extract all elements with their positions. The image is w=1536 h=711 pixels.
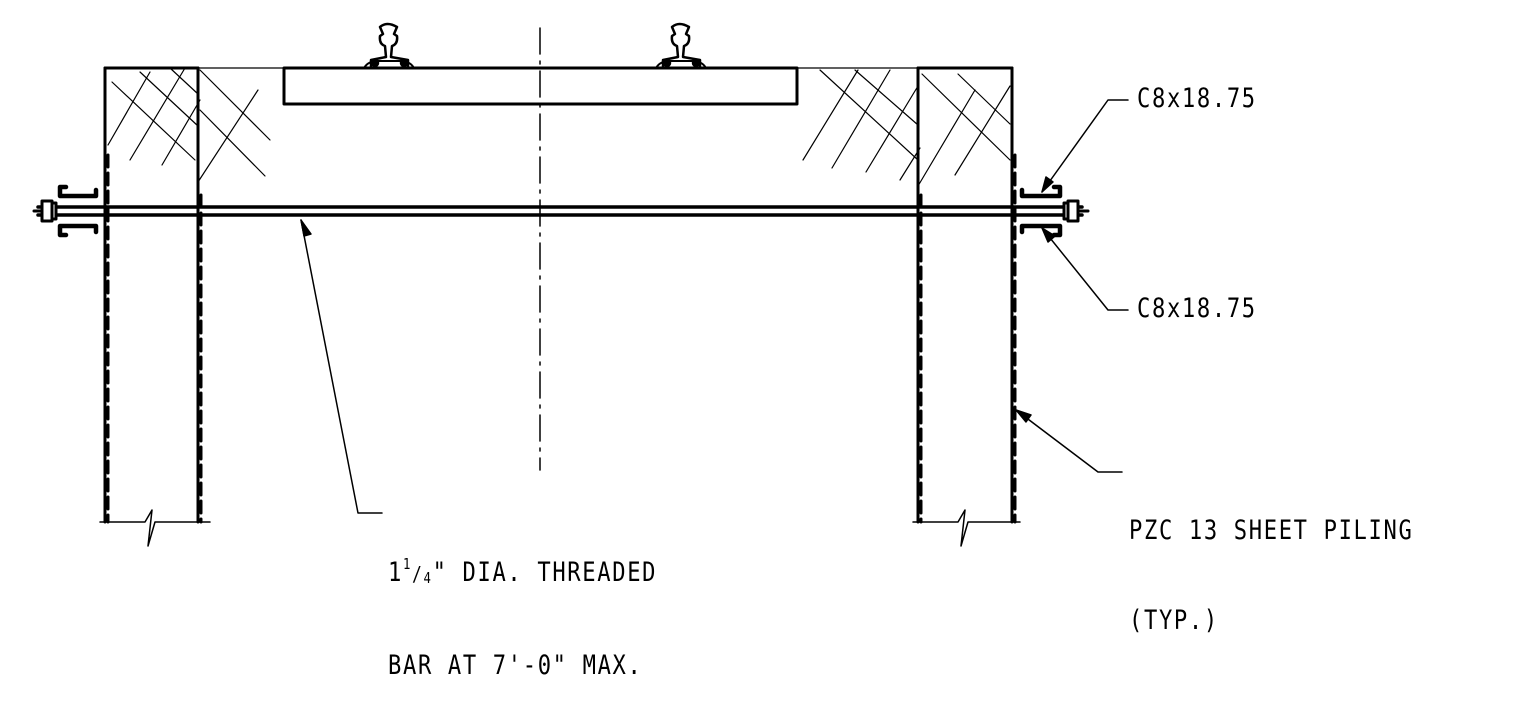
threaded-bar-line1: 11/4" DIA. THREADED bbox=[388, 555, 658, 591]
threaded-bar-line1-text: " DIA. THREADED bbox=[432, 557, 658, 588]
leader-sheet-piling bbox=[1015, 409, 1123, 473]
channel-top-label: C8x18.75 bbox=[1137, 83, 1257, 114]
soil-hatch-right bbox=[802, 69, 1011, 187]
threaded-bar bbox=[36, 205, 1084, 217]
sheet-pile-wall-right bbox=[912, 66, 1021, 547]
section-drawing bbox=[32, 22, 1129, 547]
threaded-bar-label: 11/4" DIA. THREADED BAR AT 7'-0" MAX. bbox=[388, 498, 657, 711]
soil-hatch-left bbox=[107, 67, 271, 183]
nut-left bbox=[32, 199, 58, 223]
rail-left bbox=[363, 22, 415, 70]
bar-diameter-denominator: 4 bbox=[423, 569, 433, 587]
channel-bottom-label: C8x18.75 bbox=[1137, 293, 1257, 324]
leader-threaded-bar bbox=[300, 219, 383, 514]
sheet-piling-label: PZC 13 SHEET PILING (TYP.) bbox=[1129, 456, 1413, 666]
channel-left bbox=[57, 184, 99, 238]
leader-channel-top bbox=[1041, 99, 1129, 193]
sheet-pile-wall-left bbox=[99, 66, 211, 547]
bar-diameter-numerator: 1 bbox=[402, 555, 413, 573]
sheet-piling-line1: PZC 13 SHEET PILING bbox=[1129, 515, 1414, 546]
leader-channel-bottom bbox=[1041, 227, 1129, 311]
bar-diameter-whole: 1 bbox=[388, 557, 403, 588]
nut-right bbox=[1062, 199, 1090, 223]
threaded-bar-line2: BAR AT 7'-0" MAX. bbox=[388, 650, 643, 681]
rail-right bbox=[655, 22, 707, 70]
timber-tie bbox=[282, 66, 799, 106]
fraction-slash: / bbox=[412, 562, 424, 586]
sheet-piling-line2: (TYP.) bbox=[1129, 605, 1219, 636]
channel-right bbox=[1019, 184, 1063, 238]
